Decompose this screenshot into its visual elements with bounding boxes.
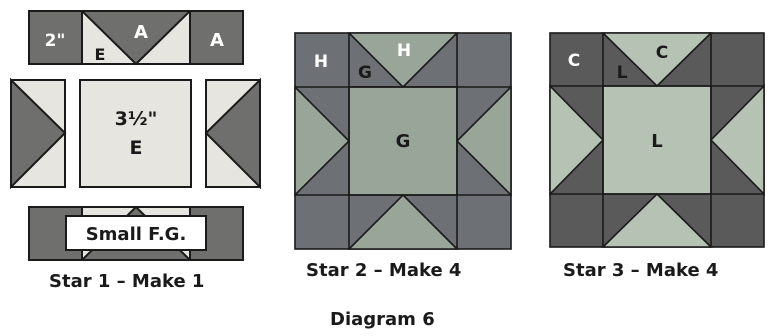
star2-bottom-geese-triangle	[347, 193, 459, 250]
star2-block	[294, 32, 512, 250]
star1-center-size-label: 3½"	[115, 108, 158, 130]
star3-small-label: L	[617, 63, 628, 83]
star3-center-square	[602, 85, 712, 195]
star1-left-geese-triangle	[10, 77, 67, 190]
star1-labels: 2" E A A 3½" E Small F.G.	[45, 22, 224, 245]
star1-center-square	[79, 79, 192, 188]
star2-right-geese-triangle	[455, 85, 512, 197]
star3-big-label: C	[656, 43, 668, 63]
star2-small-label: G	[358, 63, 372, 83]
star2-top-geese-triangle	[347, 32, 459, 89]
star1-top-left-corner	[28, 10, 83, 65]
star1-bottom-label-box	[65, 215, 207, 251]
star1-top-right-corner	[189, 10, 244, 65]
star2-left-geese-triangle	[294, 85, 351, 197]
star3-seams	[550, 33, 764, 247]
star3-caption: Star 3 – Make 4	[563, 260, 719, 281]
star3-labels: C L C L	[568, 43, 668, 152]
star1-bottom-label: Small F.G.	[86, 224, 187, 245]
star3-top-geese-triangle	[601, 32, 713, 88]
star3-right-geese-triangle	[709, 84, 765, 196]
star1-corner-right-label: A	[210, 30, 224, 51]
star2-labels: H G H G	[314, 41, 411, 152]
star1-center-letter-label: E	[130, 137, 143, 159]
star3-bottom-geese-triangle	[601, 192, 713, 248]
star1-block	[10, 10, 261, 261]
star1-top-small-label: E	[95, 45, 106, 64]
star3-center-label: L	[651, 131, 662, 152]
star2-caption: Star 2 – Make 4	[306, 260, 462, 281]
star1-top-geese-triangle	[79, 10, 193, 66]
star1-right-geese-triangle	[204, 77, 261, 190]
star2-corner-label: H	[314, 52, 328, 72]
star2-center-label: G	[396, 131, 411, 152]
diagram-title: Diagram 6	[330, 309, 435, 330]
star2-seams	[295, 33, 511, 249]
star3-left-geese-triangle	[549, 84, 605, 196]
star2-big-label: H	[397, 41, 411, 61]
star3-corner-label: C	[568, 51, 580, 71]
star1-caption: Star 1 – Make 1	[49, 271, 205, 292]
star3-block	[549, 32, 765, 248]
star1-corner-left-label: 2"	[45, 31, 66, 51]
star1-top-big-label: A	[134, 22, 148, 43]
